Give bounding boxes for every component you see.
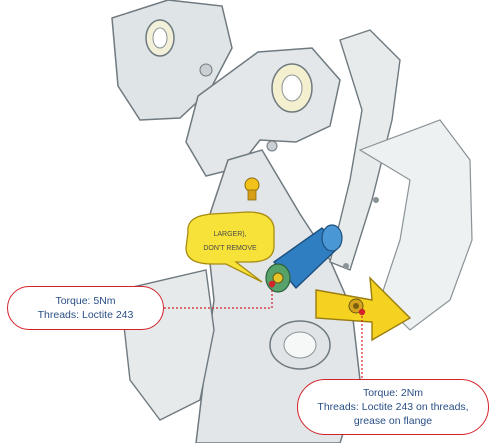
callout-threads: Threads: Loctite 243 on threads,	[298, 400, 488, 414]
torque-callout-upper: Torque: 5Nm Threads: Loctite 243	[7, 286, 164, 330]
marker-dot-2	[359, 309, 365, 315]
callout-extra: grease on flange	[298, 414, 488, 428]
speech-bubble-line-1: LARGER),	[213, 231, 246, 238]
marker-dot-1	[269, 281, 275, 287]
frame-sketch	[112, 0, 472, 443]
torque-callout-lower: Torque: 2Nm Threads: Loctite 243 on thre…	[297, 379, 489, 435]
callout-torque: Torque: 5Nm	[8, 294, 163, 308]
callout-torque: Torque: 2Nm	[298, 386, 488, 400]
rocker-bolt	[267, 141, 277, 151]
upper-bolt	[200, 64, 212, 76]
speech-bubble-line-2: DON'T REMOVE	[203, 245, 257, 252]
callout-threads: Threads: Loctite 243	[8, 308, 163, 322]
